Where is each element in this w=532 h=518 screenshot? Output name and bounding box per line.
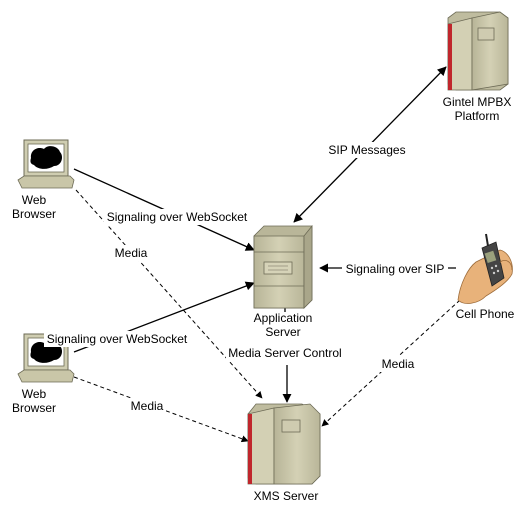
- cell-phone-label: Cell Phone: [456, 307, 515, 321]
- application-server-icon: [253, 224, 313, 309]
- edge-media-top: [75, 189, 263, 399]
- signaling-sip-label: Signaling over SIP: [346, 262, 445, 276]
- web-browser-top-label-line1: Web: [22, 193, 47, 207]
- websocket-top-label: Signaling over WebSocket: [107, 210, 248, 224]
- application-server-label-line2: Server: [265, 325, 300, 339]
- gintel-label-line2: Platform: [455, 109, 500, 123]
- edge-labels: SIP Messages Signaling over WebSocket Me…: [44, 142, 448, 414]
- web-browser-bottom-label-line1: Web: [22, 387, 47, 401]
- media-bottom-label: Media: [131, 399, 164, 413]
- media-top-label: Media: [115, 246, 148, 260]
- sip-messages-label: SIP Messages: [328, 143, 405, 157]
- xms-server-icon: [247, 403, 321, 485]
- web-browser-top-icon: [17, 139, 75, 189]
- application-server-label-line1: Application: [254, 311, 313, 325]
- gintel-server-icon: [447, 11, 509, 91]
- web-browser-top-label-line2: Browser: [12, 207, 56, 221]
- media-server-control-label: Media Server Control: [228, 346, 341, 360]
- gintel-label-line1: Gintel MPBX: [443, 95, 512, 109]
- media-phone-label: Media: [382, 357, 415, 371]
- websocket-bottom-label: Signaling over WebSocket: [47, 332, 188, 346]
- xms-server-label: XMS Server: [254, 489, 319, 503]
- cell-phone-icon: [457, 233, 513, 304]
- web-browser-bottom-label-line2: Browser: [12, 401, 56, 415]
